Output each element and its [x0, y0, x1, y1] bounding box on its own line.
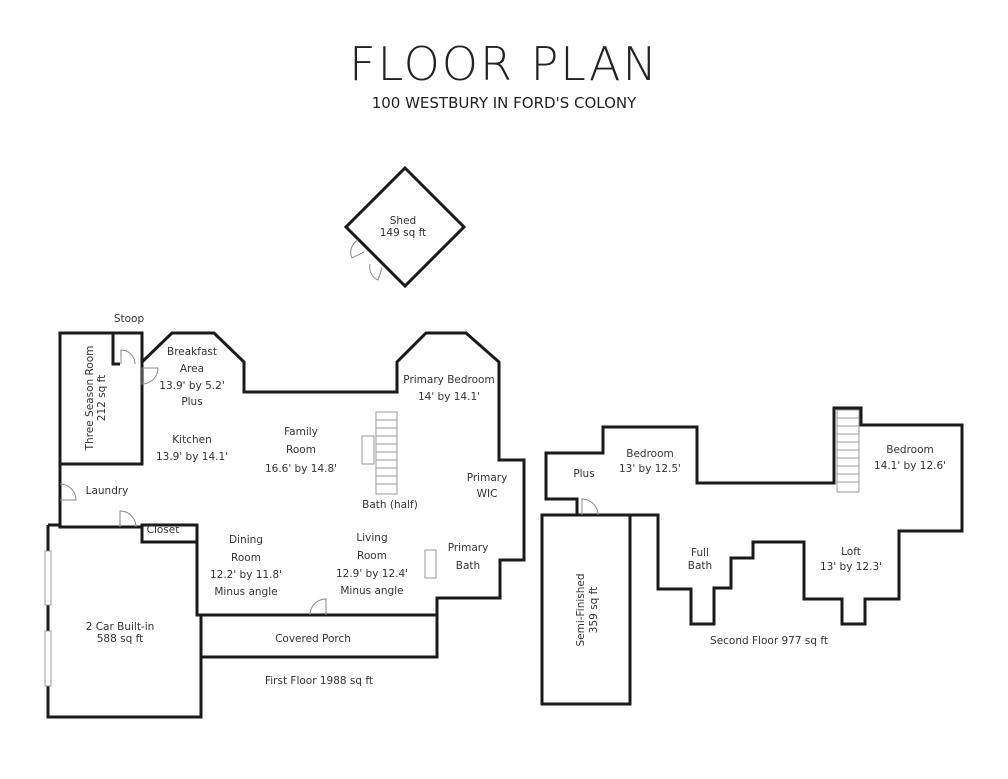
plus-label: Plus — [573, 468, 594, 480]
first-floor-total: First Floor 1988 sq ft — [265, 675, 373, 687]
page-subtitle: 100 WESTBURY IN FORD'S COLONY — [372, 94, 637, 112]
primary-bath-label: Primary — [448, 542, 489, 554]
breakfast-dim: 13.9' by 5.2' — [159, 380, 224, 392]
family-label-2: Room — [286, 444, 316, 456]
tub-icon — [424, 549, 437, 579]
dining-label: Dining — [229, 534, 263, 546]
door-icon — [350, 239, 365, 259]
door-icon — [120, 349, 136, 365]
full-bath-label: Full — [691, 547, 709, 559]
closet-label: Closet — [147, 524, 180, 536]
shed: Shed 149 sq ft — [343, 165, 467, 289]
bedroom1-dim: 13' by 12.5' — [619, 463, 681, 475]
stairs-icon — [836, 409, 860, 493]
door-icon — [141, 367, 159, 385]
kitchen-dim: 13.9' by 14.1' — [156, 451, 228, 463]
garage-area: 588 sq ft — [97, 633, 143, 645]
dining-label-2: Room — [231, 552, 261, 564]
door-icon — [369, 263, 383, 281]
breakfast-label: Breakfast — [167, 346, 217, 358]
bedroom2-label: Bedroom — [886, 444, 934, 456]
garage-outline — [46, 525, 203, 719]
first-floor: Stoop Three Season Room 212 sq ft Breakf… — [44, 313, 526, 719]
kitchen-label: Kitchen — [172, 434, 211, 446]
living-dim: 12.9' by 12.4' — [336, 568, 408, 580]
wic-label: Primary — [467, 472, 508, 484]
bath-half-label: Bath (half) — [362, 499, 418, 511]
breakfast-label-2: Area — [180, 363, 204, 375]
covered-porch — [199, 613, 439, 659]
full-bath-label-2: Bath — [688, 560, 712, 572]
door-icon — [309, 598, 327, 616]
shed-label: Shed — [390, 215, 416, 227]
second-floor-total: Second Floor 977 sq ft — [710, 635, 828, 647]
three-season-room — [58, 331, 144, 466]
stoop-label: Stoop — [114, 313, 145, 325]
living-label-2: Room — [357, 550, 387, 562]
semi-finished-area: 359 sq ft — [588, 587, 600, 633]
page-title: FLOOR PLAN — [349, 37, 659, 91]
bedroom2-dim: 14.1' by 12.6' — [874, 460, 946, 472]
stairs-icon — [375, 411, 398, 495]
bedroom1-label: Bedroom — [626, 448, 674, 460]
semi-finished-room — [540, 513, 632, 706]
laundry-label: Laundry — [86, 485, 129, 497]
family-label: Family — [284, 426, 318, 438]
primary-bedroom-label: Primary Bedroom — [403, 374, 494, 386]
wic-label-2: WIC — [477, 488, 498, 500]
stoop-wall — [111, 333, 120, 366]
living-label: Living — [356, 532, 387, 544]
second-floor-outline — [544, 406, 964, 626]
loft-label: Loft — [841, 546, 861, 558]
door-icon — [59, 483, 77, 501]
garage-label: 2 Car Built-in — [86, 621, 155, 633]
dining-note: Minus angle — [214, 586, 277, 598]
semi-finished-label: Semi-Finished — [575, 573, 587, 646]
main-floor-outline — [58, 331, 526, 617]
loft-dim: 13' by 12.3' — [820, 561, 882, 573]
second-floor: Plus Bedroom 13' by 12.5' Bedroom 14.1' … — [540, 406, 964, 706]
breakfast-plus: Plus — [181, 396, 202, 408]
fireplace-icon — [361, 435, 375, 465]
porch-label: Covered Porch — [275, 633, 351, 645]
door-icon — [119, 510, 137, 528]
living-note: Minus angle — [340, 585, 403, 597]
primary-bedroom-dim: 14' by 14.1' — [418, 391, 480, 403]
three-season-label: Three Season Room — [84, 346, 96, 452]
three-season-area: 212 sq ft — [96, 375, 108, 421]
family-dim: 16.6' by 14.8' — [265, 463, 337, 475]
primary-bath-label-2: Bath — [456, 560, 480, 572]
dining-dim: 12.2' by 11.8' — [210, 569, 282, 581]
shed-area: 149 sq ft — [380, 227, 426, 239]
door-icon — [581, 498, 599, 516]
